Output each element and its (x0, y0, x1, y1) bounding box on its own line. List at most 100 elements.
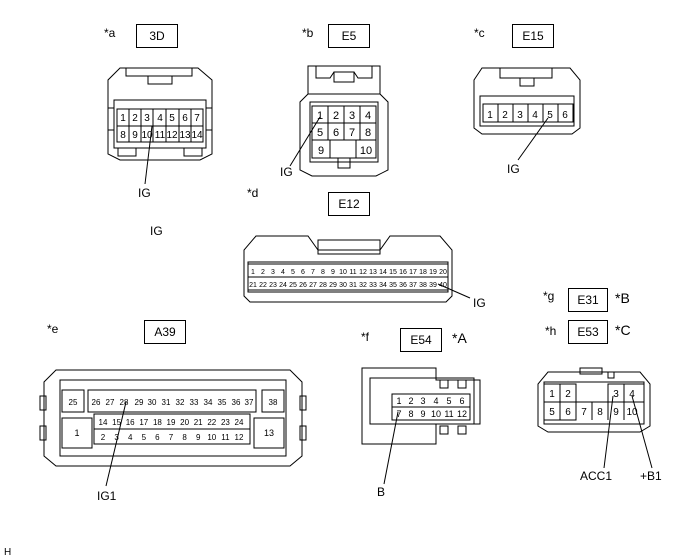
marker-e: *e (47, 322, 59, 336)
pin-label-d-28: 28 (319, 282, 327, 289)
pin-label-b-2: 2 (333, 110, 339, 122)
connector-e15-body (473, 67, 581, 161)
pin-label-d-23: 23 (269, 282, 277, 289)
connector-e54-body (361, 367, 481, 485)
marker-b: *b (302, 26, 314, 40)
pin-label-e-5: 5 (142, 433, 147, 442)
connector-code-e31: E31 (568, 288, 608, 312)
pin-label-e-26: 26 (92, 398, 101, 407)
pin-label-h-2: 2 (565, 389, 571, 400)
pin-label-d-39: 39 (429, 282, 437, 289)
pin-label-f-7: 7 (396, 409, 401, 419)
suffix-b: *B (615, 290, 630, 306)
connector-code-3d: 3D (136, 24, 178, 48)
pin-label-e-4: 4 (128, 433, 133, 442)
pin-label-e-34: 34 (204, 398, 213, 407)
signal-label-b1: +B1 (640, 469, 662, 483)
pin-label-e-10: 10 (207, 433, 216, 442)
pin-label-e-7: 7 (169, 433, 174, 442)
pin-label-f-4: 4 (433, 396, 438, 406)
pin-label-e-25: 25 (69, 398, 78, 407)
signal-label-ig-e12-right: IG (473, 296, 486, 310)
pin-label-h-4: 4 (629, 389, 635, 400)
pin-label-d-29: 29 (329, 282, 337, 289)
pin-label-e-29: 29 (135, 398, 144, 407)
pin-label-e-22: 22 (207, 418, 216, 427)
pin-label-a-12: 12 (166, 130, 178, 141)
pin-label-f-10: 10 (431, 409, 441, 419)
pin-label-h-6: 6 (565, 407, 571, 418)
pin-label-a-13: 13 (179, 130, 191, 141)
pin-label-d-1: 1 (251, 269, 255, 276)
pin-label-c-6: 6 (562, 110, 568, 121)
pin-label-e-2: 2 (101, 433, 106, 442)
pin-label-d-32: 32 (359, 282, 367, 289)
pin-label-d-27: 27 (309, 282, 317, 289)
pin-label-b-8: 8 (365, 127, 371, 139)
pin-label-e-6: 6 (155, 433, 160, 442)
pin-label-d-34: 34 (379, 282, 387, 289)
pin-label-d-36: 36 (399, 282, 407, 289)
pin-label-e-8: 8 (182, 433, 187, 442)
pin-label-b-9: 9 (318, 145, 324, 157)
signal-label-ig-e15: IG (507, 162, 520, 176)
pin-label-a-7: 7 (194, 113, 200, 124)
pin-label-h-9: 9 (613, 407, 619, 418)
connector-code-e15: E15 (512, 24, 554, 48)
pin-label-d-18: 18 (419, 269, 427, 276)
marker-a: *a (104, 26, 116, 40)
connector-3d-body (107, 67, 213, 185)
pin-label-d-26: 26 (299, 282, 307, 289)
pin-label-b-6: 6 (333, 127, 339, 139)
pin-label-e-36: 36 (232, 398, 241, 407)
connector-e5-body (289, 65, 389, 177)
pin-label-d-24: 24 (279, 282, 287, 289)
marker-h: *h (545, 324, 557, 338)
pin-label-d-33: 33 (369, 282, 377, 289)
pin-label-h-8: 8 (597, 407, 603, 418)
pin-label-e-24: 24 (235, 418, 244, 427)
pin-label-f-11: 11 (444, 409, 453, 419)
pin-label-a-10: 10 (141, 130, 153, 141)
marker-c: *c (474, 26, 485, 40)
pin-label-f-8: 8 (408, 409, 413, 419)
pin-label-h-10: 10 (626, 407, 638, 418)
pin-label-a-3: 3 (144, 113, 150, 124)
pin-label-h-1: 1 (549, 389, 555, 400)
pin-label-e-9: 9 (196, 433, 201, 442)
pin-label-a-9: 9 (132, 130, 138, 141)
pin-label-d-30: 30 (339, 282, 347, 289)
suffix-c: *C (615, 322, 631, 338)
pin-label-f-9: 9 (420, 409, 425, 419)
pin-label-b-10: 10 (360, 145, 372, 157)
pin-label-a-8: 8 (120, 130, 126, 141)
suffix-a: *A (452, 330, 467, 346)
pin-label-d-3: 3 (271, 269, 275, 276)
pin-label-h-5: 5 (549, 407, 555, 418)
pin-label-c-3: 3 (517, 110, 523, 121)
pin-label-d-2: 2 (261, 269, 265, 276)
connector-code-e12: E12 (328, 192, 370, 216)
pin-label-b-4: 4 (365, 110, 371, 122)
pin-label-e-17: 17 (139, 418, 148, 427)
connector-code-e5: E5 (328, 24, 370, 48)
pin-label-e-13: 13 (264, 428, 274, 438)
pin-label-h-7: 7 (581, 407, 587, 418)
pin-label-a-5: 5 (169, 113, 175, 124)
pin-label-f-12: 12 (457, 409, 467, 419)
pin-label-e-31: 31 (162, 398, 171, 407)
connector-code-e53: E53 (568, 320, 608, 344)
pin-label-f-6: 6 (459, 396, 464, 406)
pin-label-d-20: 20 (439, 269, 447, 276)
pin-label-d-38: 38 (419, 282, 427, 289)
pin-label-d-21: 21 (249, 282, 257, 289)
pin-label-d-25: 25 (289, 282, 297, 289)
pin-label-d-8: 8 (321, 269, 325, 276)
pin-label-e-35: 35 (218, 398, 227, 407)
pin-label-e-1: 1 (74, 428, 79, 438)
pin-label-e-3: 3 (114, 433, 119, 442)
pin-label-c-1: 1 (487, 110, 493, 121)
pin-label-e-33: 33 (190, 398, 199, 407)
pin-label-b-7: 7 (349, 127, 355, 139)
pin-label-e-14: 14 (99, 418, 108, 427)
